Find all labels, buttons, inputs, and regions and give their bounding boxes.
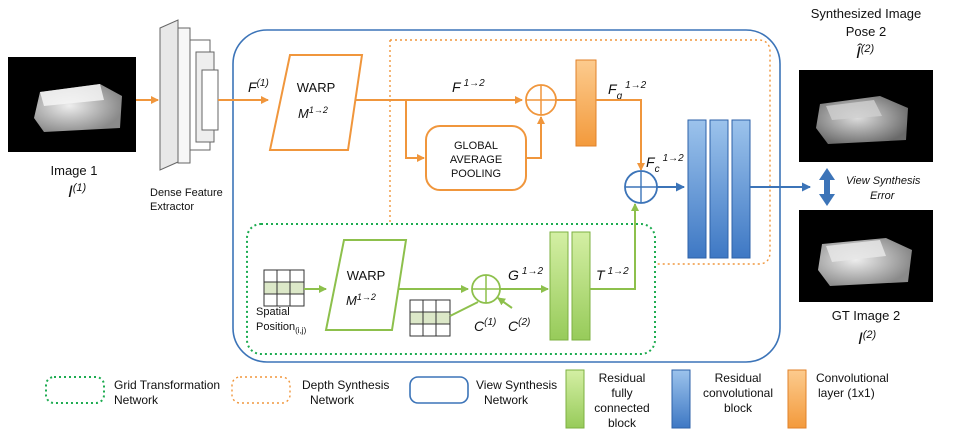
- legend-fc-4: block: [608, 416, 637, 430]
- residual-fc-blocks: [549, 231, 591, 341]
- legend-depth-2: Network: [310, 393, 355, 407]
- gap-line-2: AVERAGE: [450, 154, 502, 166]
- feature-f1-label: F(1): [248, 78, 269, 95]
- spatial-label-2: Position(i,j): [256, 321, 307, 335]
- legend: Grid Transformation Network Depth Synthe…: [45, 369, 889, 430]
- gap-line-1: GLOBAL: [454, 140, 498, 152]
- input-image: [8, 57, 136, 152]
- warp-top-title: WARP: [297, 80, 336, 95]
- gap-line-3: POOLING: [451, 168, 501, 180]
- dense-feature-extractor: [159, 19, 219, 171]
- legend-fc-2: fully: [611, 386, 632, 400]
- input-image-symbol: I(1): [68, 182, 87, 201]
- legend-conv-3: block: [724, 401, 753, 415]
- legend-fc-3: connected: [594, 401, 649, 415]
- depth-synthesis-network-region: [390, 39, 771, 265]
- sum-node-center: [624, 170, 658, 204]
- legend-depth-swatch: [231, 376, 291, 404]
- legend-view-swatch: [409, 376, 469, 404]
- feature-c1-label: C(1): [474, 317, 496, 334]
- warp-bottom-matrix: M1→2: [346, 292, 376, 308]
- convolutional-layer-1x1: [575, 59, 597, 147]
- residual-conv-blocks: [687, 119, 751, 259]
- input-image-title: Image 1: [51, 163, 98, 178]
- grid-transformation-network-region: [246, 223, 656, 355]
- feature-c2-label: C(2): [508, 317, 530, 334]
- warp-bottom-block: [324, 239, 408, 331]
- legend-conv-2: convolutional: [703, 386, 773, 400]
- legend-grid-2: Network: [114, 393, 159, 407]
- legend-fc-swatch: [565, 369, 585, 429]
- warp-bottom-title: WARP: [347, 268, 386, 283]
- legend-depth-1: Depth Synthesis: [302, 378, 389, 392]
- gt-title: GT Image 2: [832, 308, 900, 323]
- legend-grid-1: Grid Transformation: [114, 378, 220, 392]
- synthesized-image: [799, 70, 933, 162]
- synth-title-2: Pose 2: [846, 24, 886, 39]
- gt-symbol: I(2): [858, 329, 877, 348]
- legend-view-2: Network: [484, 393, 529, 407]
- legend-layer-1: Convolutional: [816, 371, 889, 385]
- legend-conv-swatch: [671, 369, 691, 429]
- feature-fg-label: Fg1→2: [608, 80, 647, 102]
- view-synthesis-network-region: [232, 29, 781, 363]
- error-label-2: Error: [870, 190, 896, 202]
- legend-grid-swatch: [45, 376, 105, 404]
- extractor-label-2: Extractor: [150, 201, 194, 213]
- legend-conv-1: Residual: [715, 371, 762, 385]
- synth-title-1: Synthesized Image: [811, 6, 922, 21]
- warp-top-matrix: M1→2: [298, 105, 328, 121]
- gt-image: [799, 210, 933, 302]
- synth-symbol: Î(2): [856, 43, 875, 62]
- error-double-arrow: [819, 168, 835, 206]
- legend-fc-1: Residual: [599, 371, 646, 385]
- legend-view-1: View Synthesis: [476, 378, 557, 392]
- warped-grid-icon: [409, 299, 451, 337]
- spatial-label: Spatial: [256, 306, 290, 318]
- warp-top-block: [268, 54, 364, 151]
- spatial-grid-icon: [263, 269, 305, 307]
- feature-fc-label: Fc1→2: [646, 153, 684, 175]
- legend-layer-2: layer (1x1): [818, 386, 875, 400]
- sum-node-top: [525, 84, 557, 116]
- error-label-1: View Synthesis: [846, 175, 921, 187]
- extractor-label-1: Dense Feature: [150, 187, 223, 199]
- legend-layer-swatch: [787, 369, 807, 429]
- sum-node-grid: [471, 274, 501, 304]
